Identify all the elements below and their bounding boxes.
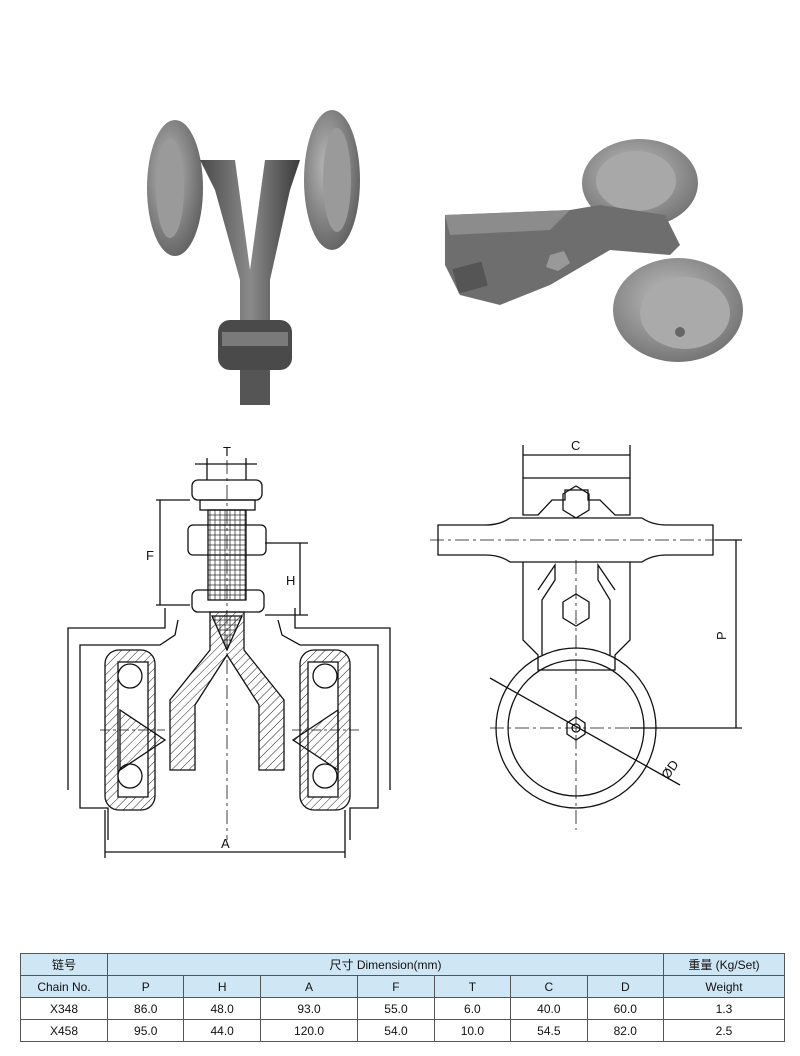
cell-A: 93.0 xyxy=(259,997,359,1020)
cross-section-drawing: T F H A xyxy=(67,444,391,858)
header-chain-no: Chain No. xyxy=(20,975,108,998)
cell-chain: X348 xyxy=(20,997,108,1020)
header-col-A: A xyxy=(259,975,359,998)
label-C: C xyxy=(571,438,580,453)
header-dimension: 尺寸 Dimension(mm) xyxy=(107,953,664,976)
spec-table: 链号 尺寸 Dimension(mm) 重量 (Kg/Set) Chain No… xyxy=(20,953,785,1042)
cell-P: 95.0 xyxy=(106,1019,185,1042)
cell-H: 44.0 xyxy=(183,1019,261,1042)
cell-P: 86.0 xyxy=(106,997,185,1020)
header-col-D: D xyxy=(586,975,665,998)
side-elevation-drawing: C P ØD xyxy=(430,438,742,830)
header-weight: Weight xyxy=(663,975,785,998)
label-T: T xyxy=(223,444,231,459)
label-P: P xyxy=(714,631,729,640)
label-D: ØD xyxy=(658,757,681,782)
header-weight-cn: 重量 (Kg/Set) xyxy=(663,953,785,976)
cell-F: 55.0 xyxy=(357,997,435,1020)
header-chain-cn: 链号 xyxy=(20,953,108,976)
header-row-1: 链号 尺寸 Dimension(mm) 重量 (Kg/Set) xyxy=(20,953,785,976)
cell-C: 54.5 xyxy=(510,1019,588,1042)
trolley-side-photo xyxy=(445,139,743,362)
header-row-2: Chain No. P H A F T C D Weight xyxy=(20,975,785,998)
cell-T: 6.0 xyxy=(433,997,512,1020)
cell-T: 10.0 xyxy=(433,1019,512,1042)
header-col-H: H xyxy=(183,975,261,998)
cell-weight: 2.5 xyxy=(663,1019,785,1042)
label-A: A xyxy=(221,836,230,851)
cell-A: 120.0 xyxy=(259,1019,359,1042)
cell-H: 48.0 xyxy=(183,997,261,1020)
label-F: F xyxy=(146,548,154,563)
header-col-F: F xyxy=(357,975,435,998)
table-row: X348 86.0 48.0 93.0 55.0 6.0 40.0 60.0 1… xyxy=(20,997,785,1020)
cell-D: 60.0 xyxy=(586,997,665,1020)
header-col-C: C xyxy=(510,975,588,998)
trolley-front-photo xyxy=(147,110,360,405)
table-row: X458 95.0 44.0 120.0 54.0 10.0 54.5 82.0… xyxy=(20,1019,785,1042)
cell-C: 40.0 xyxy=(510,997,588,1020)
header-col-P: P xyxy=(106,975,185,998)
header-col-T: T xyxy=(433,975,512,998)
cell-D: 82.0 xyxy=(586,1019,665,1042)
cell-chain: X458 xyxy=(20,1019,108,1042)
label-H: H xyxy=(286,573,295,588)
cell-weight: 1.3 xyxy=(663,997,785,1020)
cell-F: 54.0 xyxy=(357,1019,435,1042)
